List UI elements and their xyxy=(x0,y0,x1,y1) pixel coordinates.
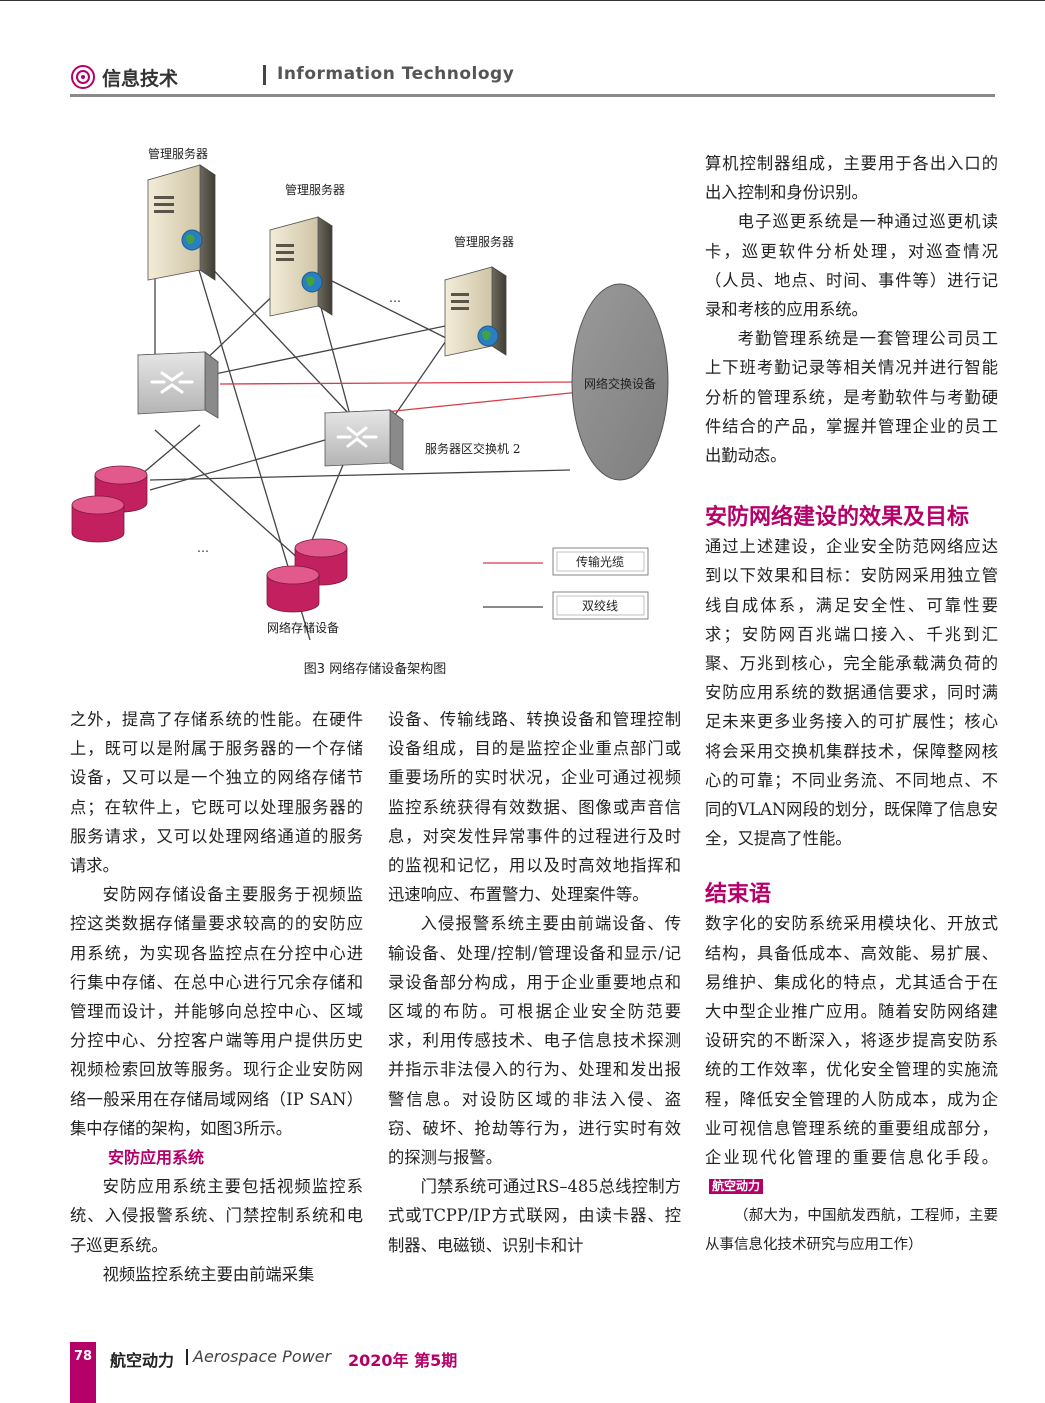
paragraph: 安防网存储设备主要服务于视频监控这类数据存储量要求较高的的安防应用系统，为实现各… xyxy=(70,885,363,1138)
text-column-3: 算机控制器组成，主要用于各出入口的出入控制和身份识别。 电子巡更系统是一种通过巡… xyxy=(705,149,998,1260)
paragraph: 门禁系统可通过RS–485总线控制方式或TCPP/IP方式联网，由读卡器、控制器… xyxy=(388,1177,681,1255)
heading-conclusion: 结束语 xyxy=(705,882,772,908)
server-3-label: 管理服务器 xyxy=(454,234,514,249)
server-2-icon xyxy=(269,216,333,317)
server-1-label: 管理服务器 xyxy=(148,146,208,161)
magazine-title-en: Aerospace Power xyxy=(193,1347,332,1366)
text-column-1: 之外，提高了存储系统的性能。在硬件上，既可以是附属于服务器的一个存储设备，又可以… xyxy=(70,705,363,1289)
paragraph: 安防应用系统主要包括视频监控系统、入侵报警系统、门禁控制系统和电子巡更系统。 xyxy=(70,1177,363,1255)
paragraph: 考勤管理系统是一套管理公司员工上下班考勤记录等相关情况并进行智能分析的管理系统，… xyxy=(705,329,998,466)
paragraph: 设备、传输线路、转换设备和管理控制设备组成，目的是监控企业重点部门或重要场所的实… xyxy=(388,710,681,905)
header-separator xyxy=(263,65,266,85)
top-border-line xyxy=(0,0,1045,1)
diagram-legend: 传输光缆 双绞线 xyxy=(483,547,649,620)
storage-cluster-2-icon xyxy=(266,538,348,613)
author-note: （郝大为，中国航发西航，工程师，主要从事信息化技术研究与应用工作） xyxy=(705,1207,998,1253)
storage-ellipsis: … xyxy=(197,541,209,555)
paragraph: 电子巡更系统是一种通过巡更机读卡，巡更软件分析处理，对巡查情况（人员、地点、时间… xyxy=(705,212,998,320)
figure-caption: 图3 网络存储设备架构图 xyxy=(303,662,447,677)
magazine-title-cn: 航空动力 xyxy=(110,1351,175,1370)
switch-2-label: 服务器区交换机 2 xyxy=(425,441,520,456)
page-number: 78 xyxy=(73,1349,93,1364)
text-column-2: 设备、传输线路、转换设备和管理控制设备组成，目的是监控企业重点部门或重要场所的实… xyxy=(388,705,681,1260)
server-ellipsis: … xyxy=(389,291,401,305)
conclusion-text: 数字化的安防系统采用模块化、开放式结构，具备低成本、高效能、易扩展、易维护、集成… xyxy=(705,914,998,1168)
server-2-label: 管理服务器 xyxy=(285,182,345,197)
magazine-end-tag: 航空动力 xyxy=(709,1179,764,1195)
paragraph: 算机控制器组成，主要用于各出入口的出入控制和身份识别。 xyxy=(705,154,998,203)
switch-1-icon xyxy=(136,351,220,419)
heading-network-goals: 安防网络建设的效果及目标 xyxy=(705,505,970,531)
paragraph: 视频监控系统主要由前端采集 xyxy=(102,1264,315,1284)
legend-twisted-pair-label: 双绞线 xyxy=(582,598,618,613)
switch-2-icon xyxy=(323,409,405,471)
section-title-cn: 信息技术 xyxy=(102,68,179,90)
journal-logo-icon xyxy=(71,65,95,89)
paragraph: 通过上述建设，企业安全防范网络应达到以下效果和目标：安防网采用独立管线自成体系，… xyxy=(705,537,998,849)
network-device-label: 网络交换设备 xyxy=(584,376,656,391)
network-switch-cloud xyxy=(571,283,669,481)
server-1-icon xyxy=(147,164,216,281)
server-3-icon xyxy=(444,266,507,357)
network-storage-diagram: 网络交换设备 管理服务器 管理服务器 管理服务器 … xyxy=(71,146,669,641)
fiber-links xyxy=(219,381,581,413)
footer-page-bar xyxy=(70,1342,96,1403)
storage-cluster-1-icon xyxy=(71,465,148,543)
page-header: 信息技术 Information Technology xyxy=(70,58,995,98)
paragraph-conclusion: 数字化的安防系统采用模块化、开放式结构，具备低成本、高效能、易扩展、易维护、集成… xyxy=(705,909,998,1201)
header-rule xyxy=(70,94,995,97)
legend-fiber-label: 传输光缆 xyxy=(576,554,624,569)
storage-label: 网络存储设备 xyxy=(267,620,339,635)
paragraph: 入侵报警系统主要由前端设备、传输设备、处理/控制/管理设备和显示/记录设备部分构… xyxy=(388,914,681,1168)
footer-separator xyxy=(186,1349,188,1365)
paragraph: 之外，提高了存储系统的性能。在硬件上，既可以是附属于服务器的一个存储设备，又可以… xyxy=(70,710,363,876)
section-title-en: Information Technology xyxy=(277,64,515,84)
issue-label: 2020年 第5期 xyxy=(348,1351,458,1370)
subheading-security-apps: 安防应用系统 xyxy=(108,1148,205,1168)
